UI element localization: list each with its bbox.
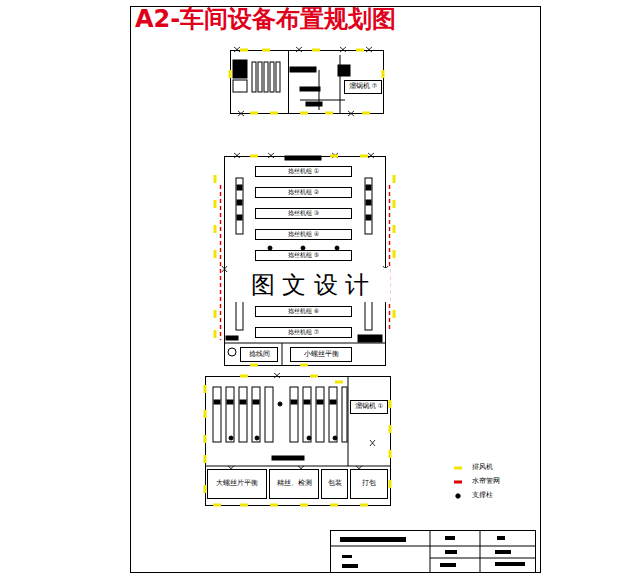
room-box: 大螺丝片平衡 — [207, 469, 267, 499]
equipment-box: 小螺丝平衡 — [290, 347, 352, 362]
node-label: 小螺丝平衡 — [304, 351, 339, 358]
node-label: 溜锅机 ① — [355, 403, 384, 410]
legend-label: 水帘管网 — [472, 478, 500, 486]
legend-entry: 排风机 — [452, 464, 493, 472]
machine-row: 捻丝机组 ② — [255, 187, 352, 198]
node-label: 溜锅机 ⑦ — [349, 83, 378, 90]
node-label: 捻丝机组 ⑥ — [288, 308, 319, 315]
node-label: 捻丝机组 ③ — [288, 210, 319, 217]
node-label: 捻丝机组 ② — [288, 189, 319, 196]
room-box: 包装 — [321, 469, 348, 499]
legend-swatch — [452, 478, 464, 486]
machine-row: 捻丝机组 ① — [255, 166, 352, 177]
legend-symbol — [452, 492, 464, 500]
title-block-bars — [340, 536, 525, 568]
page-title: A2-车间设备布置规划图 — [135, 6, 396, 32]
equipment-box: 溜锅机 ① — [350, 400, 388, 414]
machine-row: 捻丝机组 ⑥ — [255, 306, 352, 317]
drawing-frame — [131, 7, 541, 573]
water-curtain-pipe — [221, 185, 390, 340]
machine-row: 捻丝机组 ⑦ — [255, 327, 352, 338]
node-label: 捻丝机组 ① — [288, 168, 319, 175]
exhaust-fans — [205, 50, 394, 505]
title-block — [330, 530, 536, 573]
machine-row: 捻丝机组 ③ — [255, 208, 352, 219]
machine-row: 捻丝机组 ④ — [255, 229, 352, 240]
node-label: 包装 — [328, 480, 342, 487]
legend-entry: 支撑柱 — [452, 492, 493, 500]
node-label: 大螺丝片平衡 — [216, 480, 258, 487]
legend-label: 排风机 — [472, 464, 493, 472]
room-box: 打包 — [350, 469, 388, 499]
top-building — [231, 50, 384, 114]
room-box: 精丝、检测 — [269, 469, 319, 499]
node-label: 精丝、检测 — [277, 480, 312, 487]
node-label: 打包 — [362, 480, 376, 487]
machine-row: 捻丝机组 ⑤ — [255, 250, 352, 261]
middle-building — [224, 156, 386, 366]
legend-entry: 水帘管网 — [452, 478, 500, 486]
equipment-box: 捻线间 — [240, 347, 278, 362]
legend-label: 支撑柱 — [472, 492, 493, 500]
node-label: 捻丝机组 ⑤ — [288, 252, 319, 259]
door-marks — [222, 47, 388, 471]
equipment-box: 溜锅机 ⑦ — [344, 80, 382, 94]
watermark: 图 文 设 计 — [230, 268, 390, 302]
node-label: 捻丝机组 ⑦ — [288, 329, 319, 336]
legend-swatch — [452, 464, 464, 472]
node-label: 捻线间 — [249, 351, 270, 358]
bottom-building — [205, 376, 391, 506]
node-label: 捻丝机组 ④ — [288, 231, 319, 238]
